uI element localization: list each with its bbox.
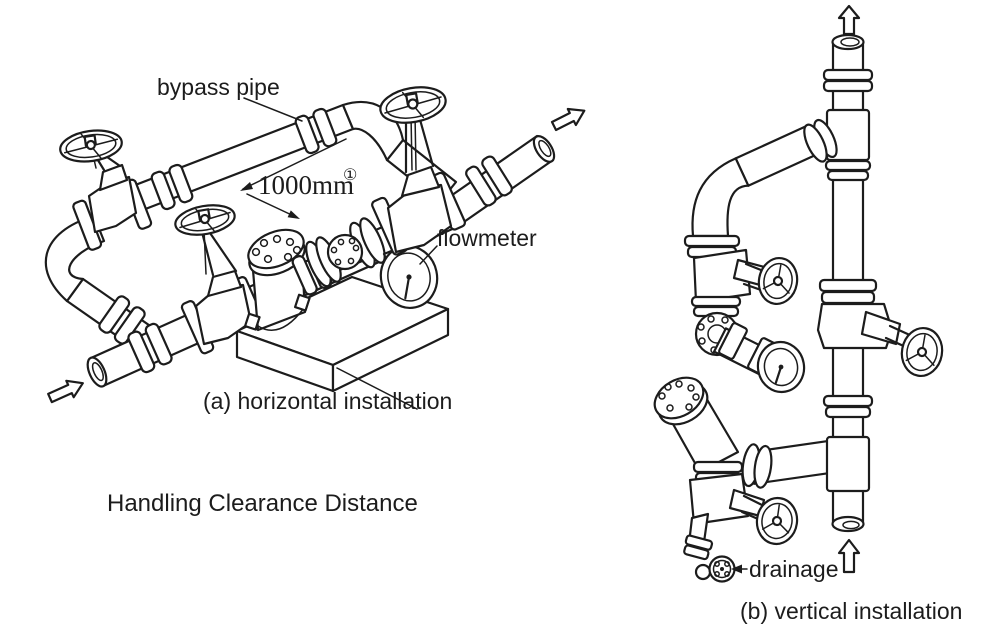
outflow-pipe-mouth [532, 135, 556, 163]
flowmeter-bolts [330, 237, 360, 266]
branch-gate-valve [690, 248, 799, 318]
main-gate-valve [174, 204, 267, 355]
annotation-lines [240, 97, 438, 265]
handwheel-icon [757, 257, 799, 305]
flowmeter-body [305, 217, 422, 288]
flow-arrow-bottom-icon [837, 538, 861, 574]
handwheel-icon [755, 496, 799, 546]
bypass-gate-valve-left [59, 129, 153, 251]
vertical-installation-figure: drainage (b) vertical installation [653, 4, 962, 624]
riser-top-mouth [831, 33, 865, 51]
handwheel-icon [379, 86, 447, 124]
handling-clearance-note: Handling Clearance Distance [107, 490, 418, 517]
drainage-label: drainage [749, 556, 839, 582]
clearance-footnote-mark: ① [343, 167, 357, 184]
bypass-gate-valve-right [371, 86, 467, 256]
handwheel-icon [59, 129, 123, 163]
outflow-arrow-icon [550, 107, 586, 132]
handwheel-icon [174, 204, 236, 236]
strainer-cap-bolts [658, 380, 700, 412]
riser-bottom-mouth [831, 515, 865, 533]
flow-arrow-top-icon [837, 4, 861, 36]
flowmeter-label: flowmeter [437, 225, 537, 251]
strainer-cap-bolts [251, 234, 302, 264]
drainage-valve [683, 512, 736, 583]
clearance-dimension-label: 1000mm [258, 170, 354, 200]
inflow-arrow-icon [47, 379, 84, 404]
drainage-leader [731, 564, 748, 574]
inflow-pipe-mouth [86, 356, 108, 388]
connector-pipe [741, 439, 840, 489]
meter-line-gate-valve [688, 472, 799, 546]
strainer [243, 228, 333, 332]
drainage-handwheel-icon [708, 555, 736, 583]
handwheel-icon [900, 327, 944, 377]
vertical-strainer [653, 376, 744, 485]
vertical-flowmeter [694, 311, 806, 394]
flowmeter-dial [756, 340, 806, 394]
horizontal-caption: (a) horizontal installation [203, 388, 452, 414]
horizontal-installation-figure: bypass pipe 1000mm ① flowmeter (a) horiz… [44, 74, 586, 414]
branch-elbow [683, 157, 750, 259]
riser-bottom-tee [825, 435, 871, 493]
bypass-pipe-label: bypass pipe [157, 74, 280, 100]
vertical-caption: (b) vertical installation [740, 598, 962, 624]
riser-top-tee [803, 108, 872, 182]
riser-gate-valve [816, 278, 944, 377]
